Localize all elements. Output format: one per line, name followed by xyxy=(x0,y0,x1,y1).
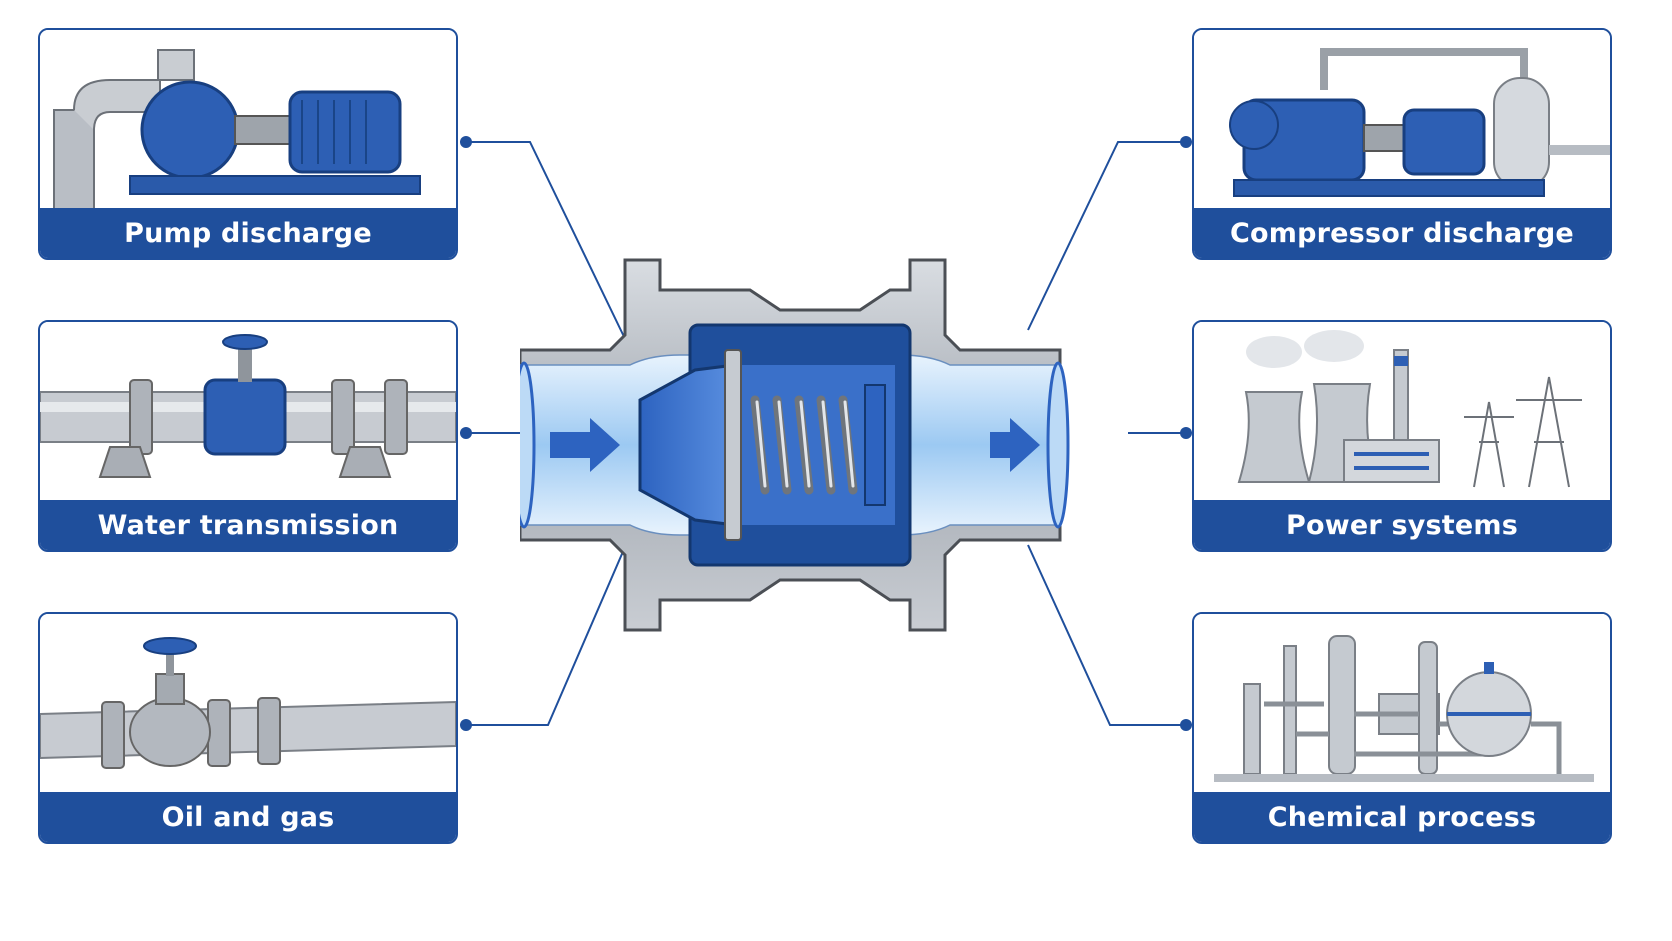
connector-dot xyxy=(1180,136,1192,148)
application-card-water-transmission: Water transmission xyxy=(38,320,458,552)
chemical-plant-icon xyxy=(1194,614,1610,794)
connector-dot xyxy=(1180,719,1192,731)
connector-compressor-discharge xyxy=(1027,141,1186,331)
application-label: Water transmission xyxy=(40,500,456,550)
flow-arrow-inlet xyxy=(550,418,620,472)
connector-dot xyxy=(460,427,472,439)
connector-pump-discharge xyxy=(466,141,629,346)
inlet-opening xyxy=(520,361,536,529)
power-plant-icon xyxy=(1194,322,1610,502)
application-card-compressor-discharge: Compressor discharge xyxy=(1192,28,1612,260)
centrifugal-pump-icon xyxy=(40,30,456,210)
application-card-pump-discharge: Pump discharge xyxy=(38,28,458,260)
connector-oil-gas xyxy=(466,539,629,726)
disc-guide xyxy=(724,349,742,541)
application-card-oil-and-gas: Oil and gas xyxy=(38,612,458,844)
compressor-skid-icon xyxy=(1194,30,1610,210)
application-label: Chemical process xyxy=(1194,792,1610,842)
outlet-opening xyxy=(1046,361,1070,529)
application-card-power-systems: Power systems xyxy=(1192,320,1612,552)
connector-dot xyxy=(460,136,472,148)
flow-arrow-outlet xyxy=(990,418,1040,472)
application-label: Power systems xyxy=(1194,500,1610,550)
application-label: Compressor discharge xyxy=(1194,208,1610,258)
application-card-chemical-process: Chemical process xyxy=(1192,612,1612,844)
connector-dot xyxy=(1180,427,1192,439)
application-label: Pump discharge xyxy=(40,208,456,258)
application-label: Oil and gas xyxy=(40,792,456,842)
pipeline-with-gate-valve-icon xyxy=(40,322,456,502)
check-valve-cutaway xyxy=(520,258,1070,632)
pipeline-globe-valve-icon xyxy=(40,614,456,794)
connector-chemical-process xyxy=(1027,544,1186,726)
connector-dot xyxy=(460,719,472,731)
